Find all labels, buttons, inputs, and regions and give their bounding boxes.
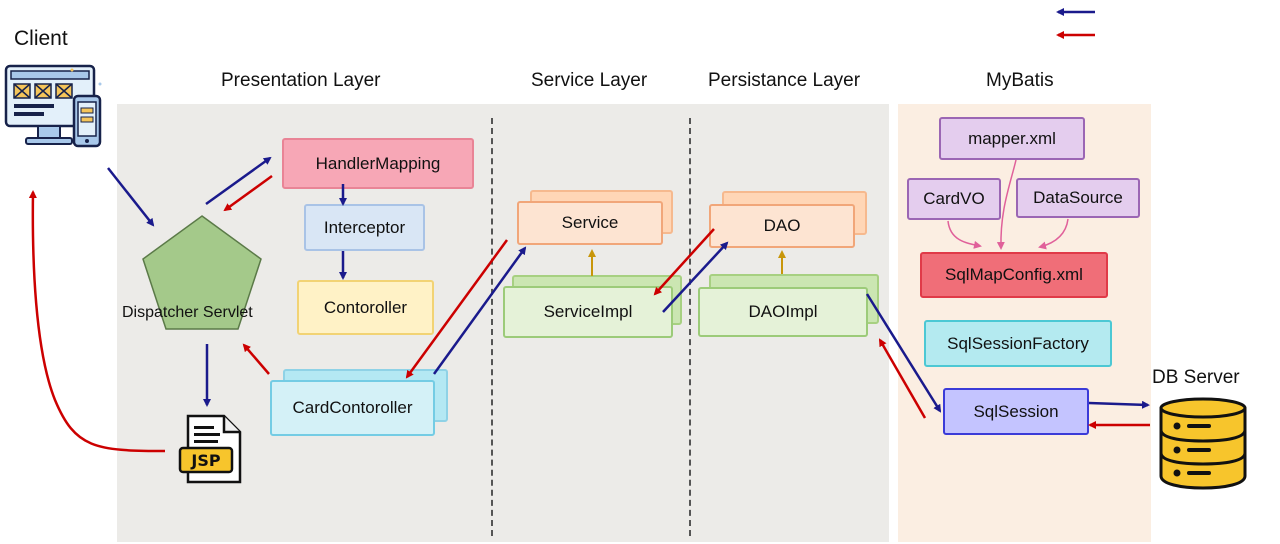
arrow-serviceimpl-dao [662,241,729,313]
jsp-file-icon: JSP [178,414,242,484]
arrow-jsp-client [28,190,166,453]
mybatis-heading: MyBatis [986,70,1054,91]
arrow-datasource-config [1038,218,1069,250]
card-controller-box: CardContoroller [270,380,435,436]
divider-service-persistence [689,118,691,536]
dispatcher-servlet-label: Dispatcher Servlet [122,304,253,321]
database-icon [1159,397,1247,490]
service-impl-box: ServiceImpl [503,286,673,338]
arrow-client-dispatcher [107,167,155,227]
monitor-icon [4,64,102,148]
service-layer-heading: Service Layer [531,70,648,91]
interceptor-box: Interceptor [304,204,425,251]
db-server-heading: DB Server [1152,367,1240,388]
arrow-mapper-config [996,159,1017,250]
arrow-cardvo-config [947,220,982,249]
arrow-dispatcher-handlermapping [205,156,272,206]
persistence-layer-heading: Persistance Layer [708,70,861,91]
arrow-sqlsession-db [1088,400,1150,409]
arrow-handlermapping-dispatcher [223,174,273,212]
sql-session-factory-box: SqlSessionFactory [924,320,1112,367]
controller-box: Contoroller [297,280,434,335]
presentation-layer-heading: Presentation Layer [221,70,381,91]
divider-presentation-service [491,118,493,536]
arrow-cardcontroller-dispatcher [242,343,270,375]
mapper-xml-box: mapper.xml [939,117,1085,160]
service-box: Service [517,201,663,245]
arrow-cardcontroller-service [432,246,527,375]
arrow-dao-serviceimpl [653,228,715,296]
dao-impl-box: DAOImpl [698,287,868,337]
dao-box: DAO [709,204,855,248]
client-heading: Client [14,27,68,50]
arrow-service-cardcontroller [405,239,509,379]
pentagon-shape [142,215,262,330]
sql-session-box: SqlSession [943,388,1089,435]
data-source-box: DataSource [1016,178,1140,218]
handler-mapping-box: HandlerMapping [282,138,474,189]
sql-map-config-box: SqlMapConfig.xml [920,252,1108,298]
arrow-sqlsession-daoimpl [878,338,927,419]
jsp-label: JSP [190,451,220,470]
card-vo-box: CardVO [907,178,1001,220]
arrow-daoimpl-sqlsession [865,293,942,413]
